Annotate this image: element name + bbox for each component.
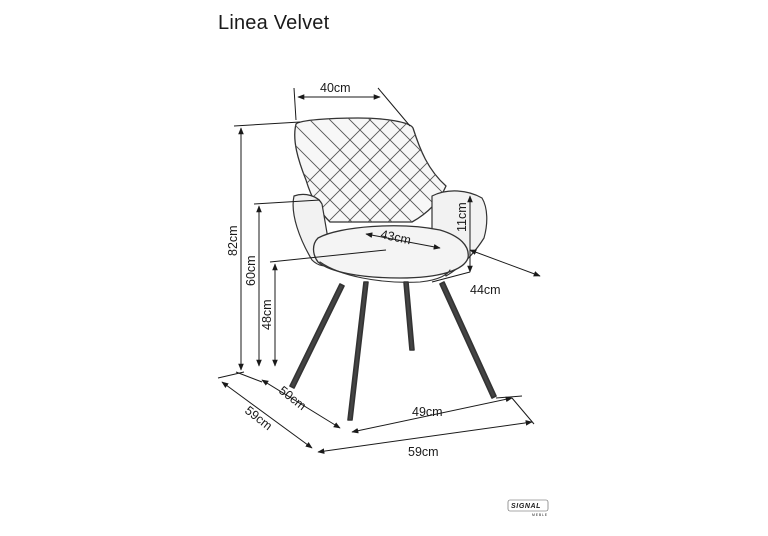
- product-title: Linea Velvet: [218, 12, 330, 34]
- backrest: [294, 117, 447, 223]
- dim-line-seat-depth: [365, 232, 441, 250]
- label-arm-height: 60cm: [244, 255, 258, 286]
- ext-line-arm-top: [253, 199, 321, 205]
- chair-legs: [289, 281, 497, 421]
- seat-base: [319, 261, 451, 283]
- ext-line-back-right: [377, 87, 411, 127]
- dim-line-seat-width: [469, 249, 541, 277]
- label-total-height: 82cm: [226, 225, 240, 256]
- brand-logo: SIGNAL MEBLE: [507, 499, 549, 517]
- label-total-depth: 59cm: [242, 403, 275, 433]
- ext-line-seat-width: [431, 271, 471, 283]
- label-back-width: 40cm: [320, 81, 351, 95]
- logo-sub-text: MEBLE: [532, 513, 548, 517]
- dim-line-total-width: [317, 420, 533, 454]
- logo-brand-text: SIGNAL: [511, 503, 541, 510]
- label-armrest-height: 11cm: [455, 202, 469, 232]
- label-seat-depth: 43cm: [379, 227, 412, 247]
- chair-illustration: [289, 117, 497, 421]
- leg-front-left: [289, 283, 345, 389]
- label-seat-height: 48cm: [260, 299, 274, 330]
- ext-line-back-left: [293, 87, 297, 121]
- leg-back-left: [347, 281, 369, 421]
- ext-line-leg-depth-left: [235, 371, 263, 383]
- ext-line-seat-top: [269, 249, 387, 263]
- ext-line-leg-width-right: [495, 395, 523, 399]
- label-total-width: 59cm: [408, 445, 439, 459]
- ext-line-total-depth: [217, 371, 245, 379]
- dim-line-total-depth: [221, 381, 313, 449]
- leg-front-right: [439, 281, 497, 399]
- label-seat-width: 44cm: [470, 283, 501, 297]
- leg-back-right: [403, 281, 415, 351]
- ext-line-total-width: [511, 397, 535, 425]
- ext-line-total-top: [233, 121, 301, 127]
- label-leg-width: 49cm: [412, 405, 443, 419]
